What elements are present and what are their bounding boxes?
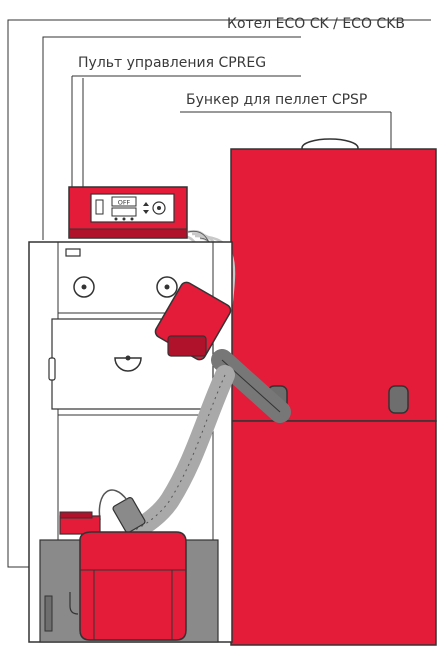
controller-switch: [96, 200, 103, 214]
boiler-top-slot: [66, 249, 80, 256]
controller-cpreg: OFF: [69, 187, 187, 238]
hopper-body-lower: [231, 421, 436, 645]
hopper-body-upper: [231, 149, 436, 421]
hopper-label: Бункер для пеллет CPSP: [186, 92, 367, 108]
controller-base: [69, 229, 187, 238]
base-slot: [45, 596, 52, 631]
auger-motor-cap: [168, 336, 206, 356]
controller-display-2: [112, 208, 136, 216]
off-indicator-text: OFF: [118, 199, 131, 207]
burner-body: [80, 532, 186, 640]
hopper-window-right: [389, 386, 408, 413]
boiler-label: Котел ECO CK / ECO CKB: [227, 16, 405, 32]
controller-label: Пульт управления CPREG: [78, 55, 266, 71]
middle-door-handle: [49, 358, 55, 380]
